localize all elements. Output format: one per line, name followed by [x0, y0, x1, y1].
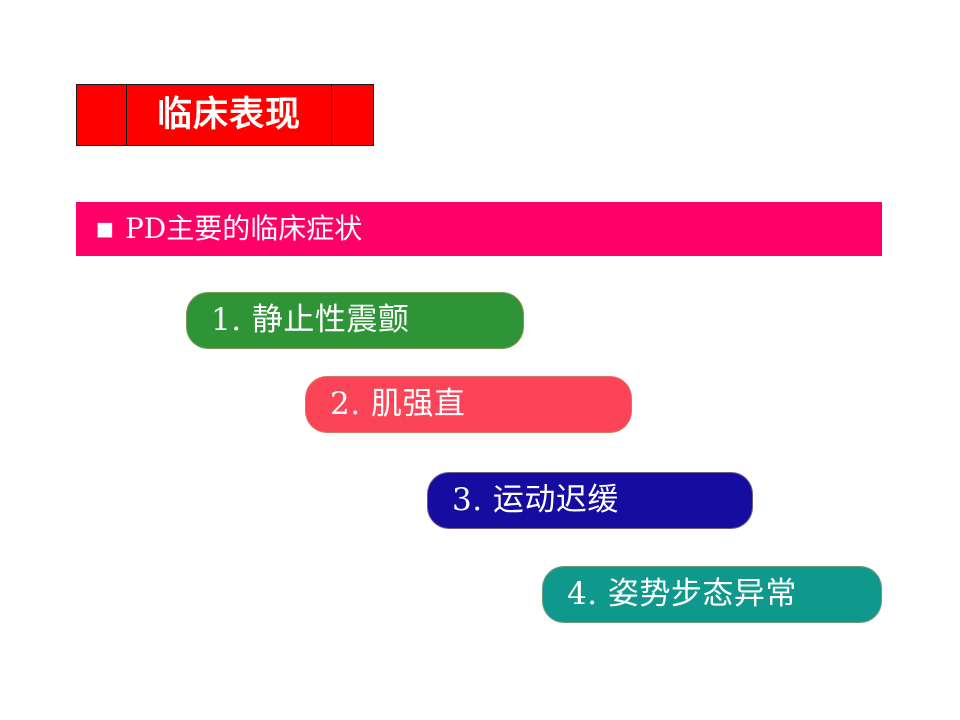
page-title: 临床表现 [156, 94, 301, 135]
symptom-box-2: 2. 肌强直 [305, 376, 632, 433]
symptom-label-4: 4. 姿势步态异常 [567, 576, 797, 612]
symptom-label-2: 2. 肌强直 [330, 386, 466, 422]
symptom-box-3: 3. 运动迟缓 [427, 472, 753, 529]
symptom-label-3: 3. 运动迟缓 [452, 482, 619, 518]
subtitle-label: PD主要的临床症状 [124, 212, 363, 245]
title-text-cell: 临床表现 [127, 85, 331, 145]
title-left-cap [77, 85, 127, 145]
subtitle-banner: ■ PD主要的临床症状 [76, 202, 882, 256]
title-right-cap [331, 85, 373, 145]
symptom-box-1: 1. 静止性震颤 [186, 292, 524, 349]
slide-title-box: 临床表现 [76, 84, 374, 146]
symptom-label-1: 1. 静止性震颤 [211, 302, 410, 338]
symptom-box-4: 4. 姿势步态异常 [542, 566, 882, 623]
square-bullet-icon: ■ [96, 217, 114, 240]
